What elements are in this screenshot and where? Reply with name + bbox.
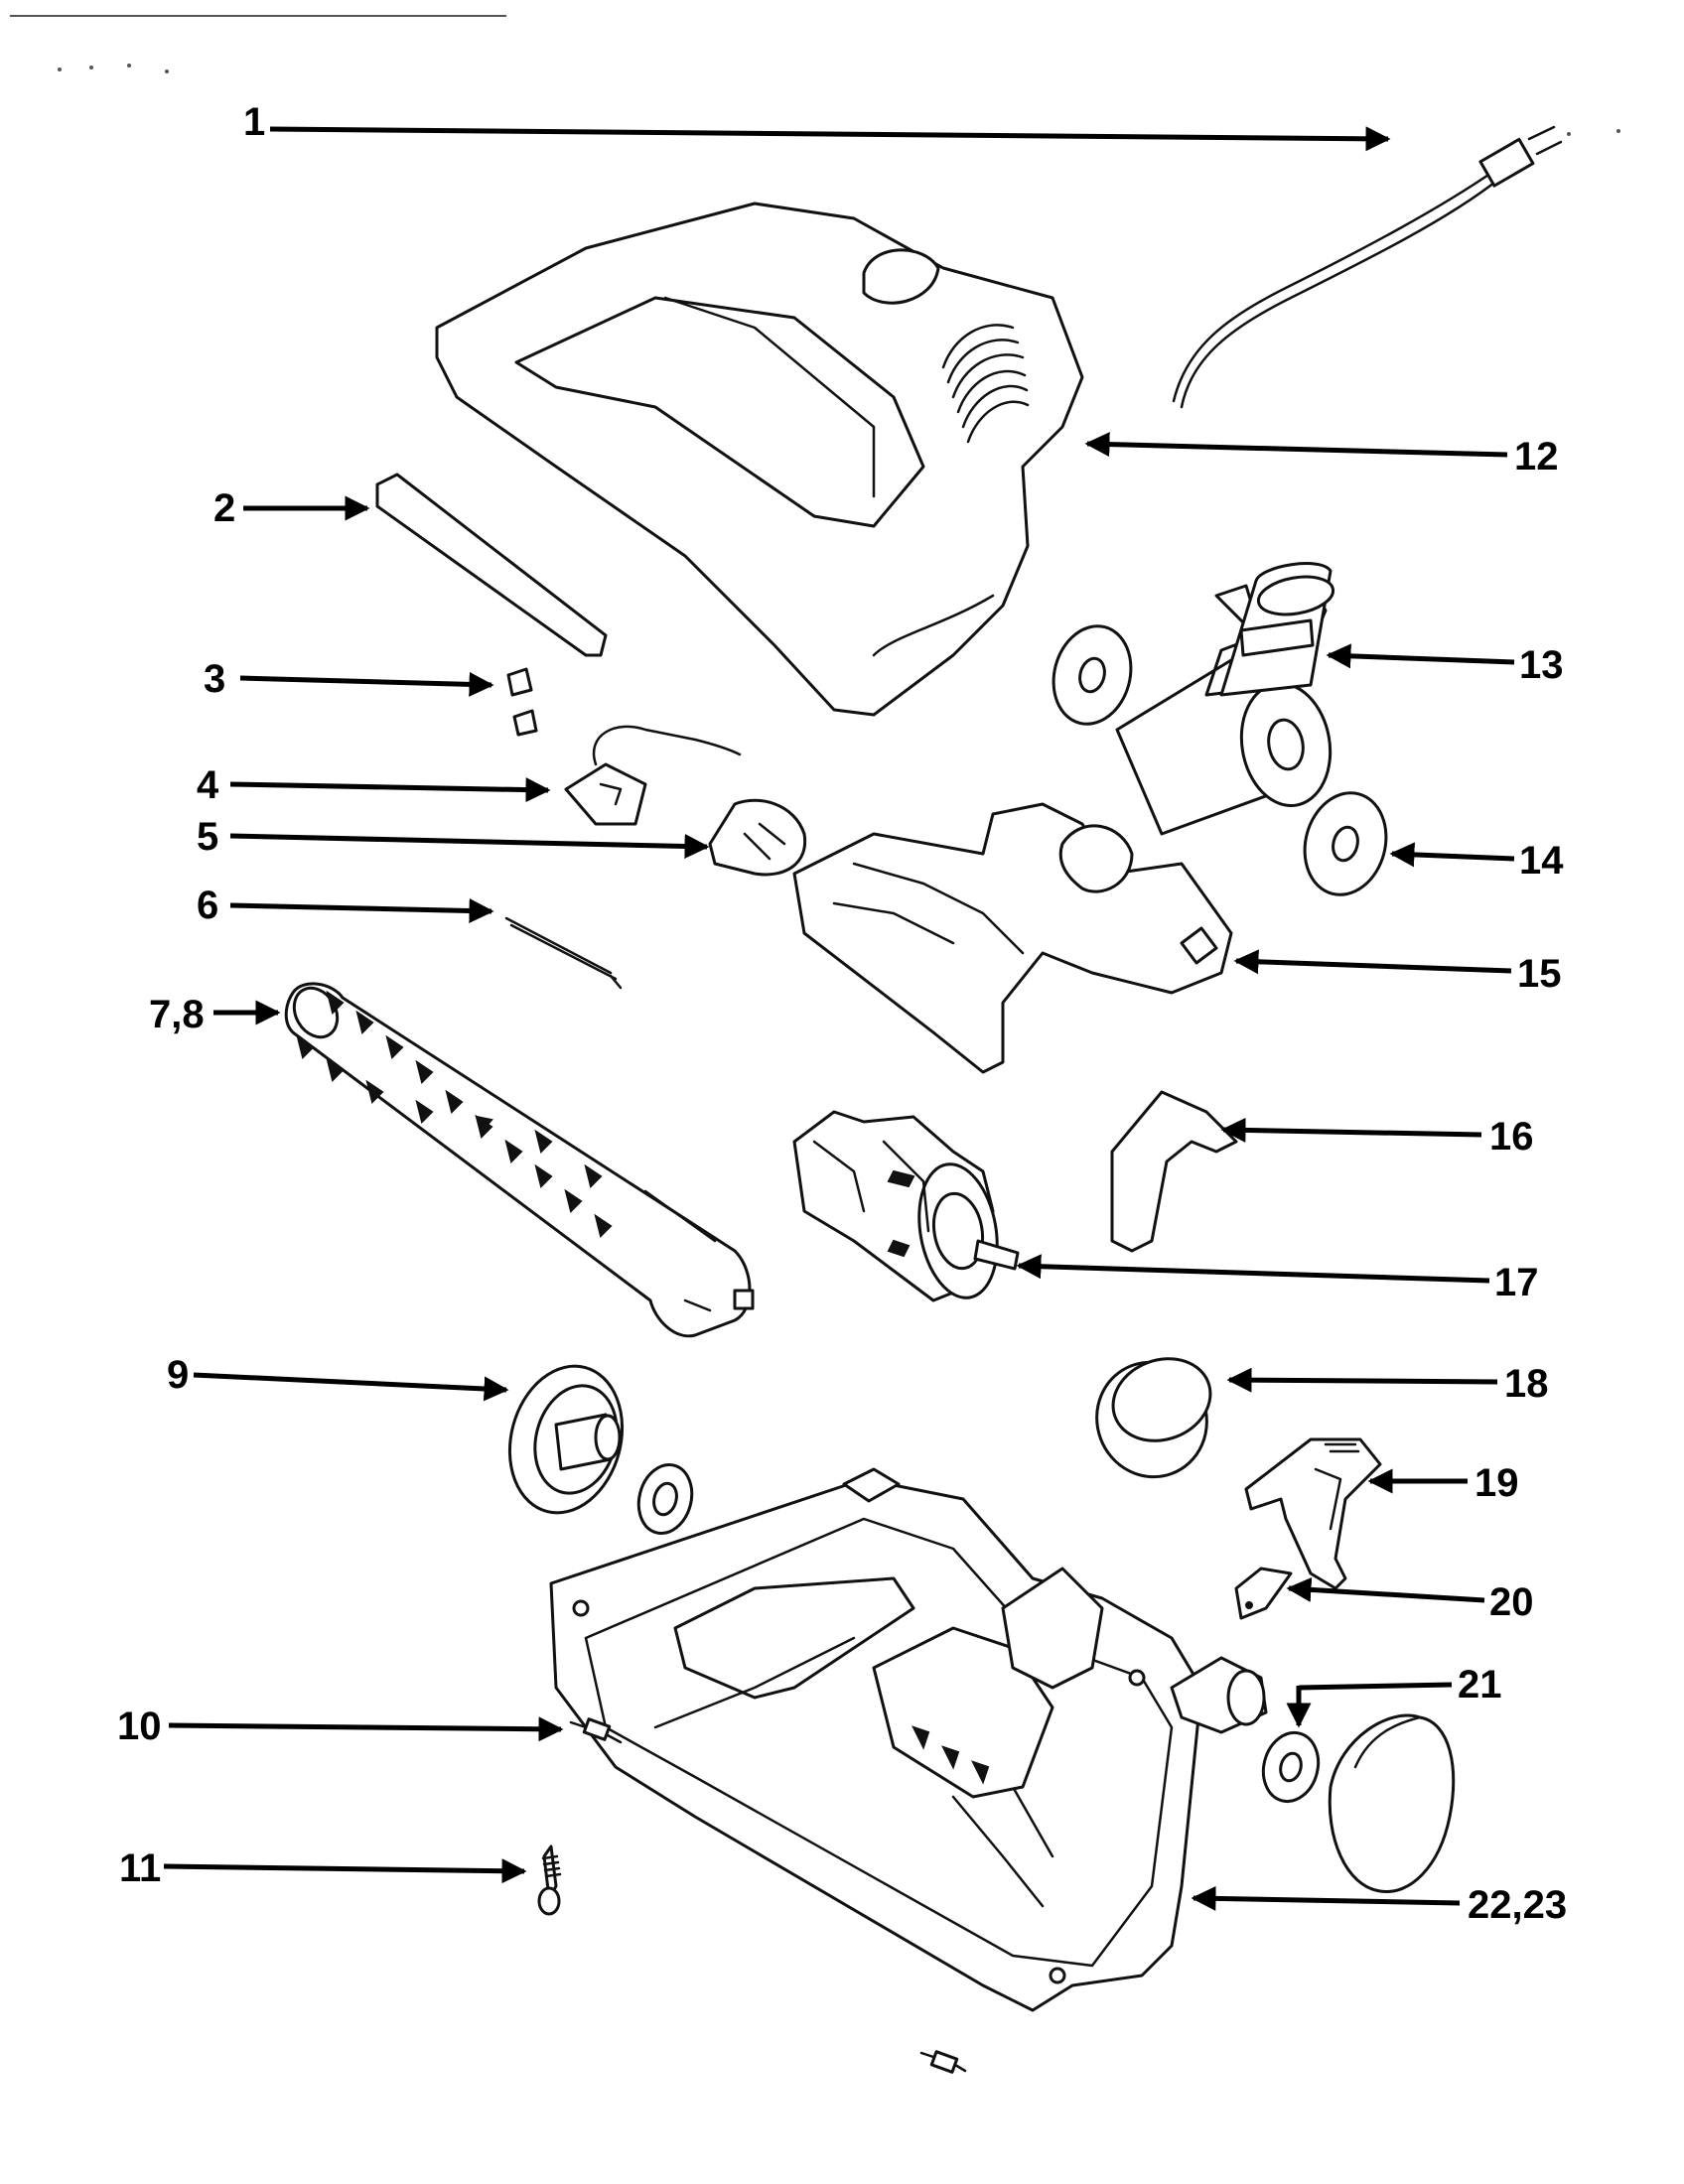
callout-20: 20 xyxy=(1489,1580,1534,1624)
leader-3 xyxy=(239,671,494,697)
leader-20 xyxy=(1286,1576,1485,1603)
callout-2: 2 xyxy=(213,486,235,530)
part-10-pin xyxy=(569,1717,623,1744)
part-21-washer xyxy=(1261,1730,1321,1804)
callout-3: 3 xyxy=(204,657,225,701)
callout-18: 18 xyxy=(1504,1362,1549,1406)
callout-labels: 1 2 3 4 5 6 7,8 9 10 11 12 13 14 15 16 1… xyxy=(117,100,1567,1927)
leader-6 xyxy=(229,897,494,923)
callout-1: 1 xyxy=(243,100,265,144)
part-1-power-cord xyxy=(1172,125,1563,409)
part-11-screw xyxy=(537,1844,562,1916)
callout-16: 16 xyxy=(1489,1115,1534,1159)
leader-12 xyxy=(1084,432,1508,458)
leader-14 xyxy=(1389,842,1515,868)
leader-22-23 xyxy=(1191,1885,1461,1911)
callout-7-8: 7,8 xyxy=(149,993,205,1036)
leader-15 xyxy=(1233,949,1512,975)
part-3-clips xyxy=(506,667,538,737)
leader-21-h xyxy=(1298,1682,1453,1691)
part-20-plate xyxy=(1234,1567,1293,1620)
leader-18 xyxy=(1226,1367,1498,1393)
callout-10: 10 xyxy=(117,1705,162,1748)
part-19-guard xyxy=(1244,1437,1382,1590)
callout-5: 5 xyxy=(197,815,218,859)
leader-10 xyxy=(168,1716,564,1742)
part-18-belt xyxy=(1095,1357,1212,1479)
part-2-bumper-strip xyxy=(375,473,608,657)
part-15-lower-housing xyxy=(792,802,1233,1074)
part-4-light-socket xyxy=(564,725,742,826)
leader-9 xyxy=(193,1372,509,1402)
callout-11: 11 xyxy=(119,1846,161,1890)
callout-22-23: 22,23 xyxy=(1468,1883,1567,1927)
leader-lines xyxy=(163,126,1515,1911)
leader-4 xyxy=(229,777,551,803)
leader-5 xyxy=(229,833,710,859)
part-5-bulb xyxy=(708,798,807,877)
leader-17 xyxy=(1016,1254,1490,1284)
part-6-wire-rod xyxy=(504,916,623,990)
callout-12: 12 xyxy=(1514,435,1559,478)
callout-19: 19 xyxy=(1474,1461,1519,1505)
part-9-wheel xyxy=(507,1364,625,1515)
leader-1 xyxy=(269,126,1391,152)
leader-16 xyxy=(1220,1117,1482,1143)
part-17-motor xyxy=(792,1110,1020,1302)
callout-21: 21 xyxy=(1458,1663,1502,1706)
scan-specks xyxy=(10,15,1620,136)
part-7-8-brushroll xyxy=(284,982,755,1338)
part-14-washers xyxy=(1052,624,1388,896)
part-22-23-wheel xyxy=(1328,1713,1456,1894)
leader-13 xyxy=(1326,643,1515,669)
part-10-pin-lower xyxy=(919,2050,967,2074)
callout-15: 15 xyxy=(1517,952,1562,996)
callout-9: 9 xyxy=(167,1353,189,1397)
part-16-bracket xyxy=(1110,1090,1238,1253)
part-13-nozzle-neck xyxy=(1115,562,1335,836)
part-12-hood xyxy=(435,202,1084,717)
part-22-23-base xyxy=(549,1467,1268,2012)
callout-17: 17 xyxy=(1494,1261,1539,1304)
leader-11 xyxy=(163,1858,527,1884)
callout-4: 4 xyxy=(197,763,219,807)
callout-13: 13 xyxy=(1519,643,1564,687)
callout-14: 14 xyxy=(1519,839,1564,883)
part-9-washer xyxy=(636,1463,694,1535)
callout-6: 6 xyxy=(197,884,218,927)
